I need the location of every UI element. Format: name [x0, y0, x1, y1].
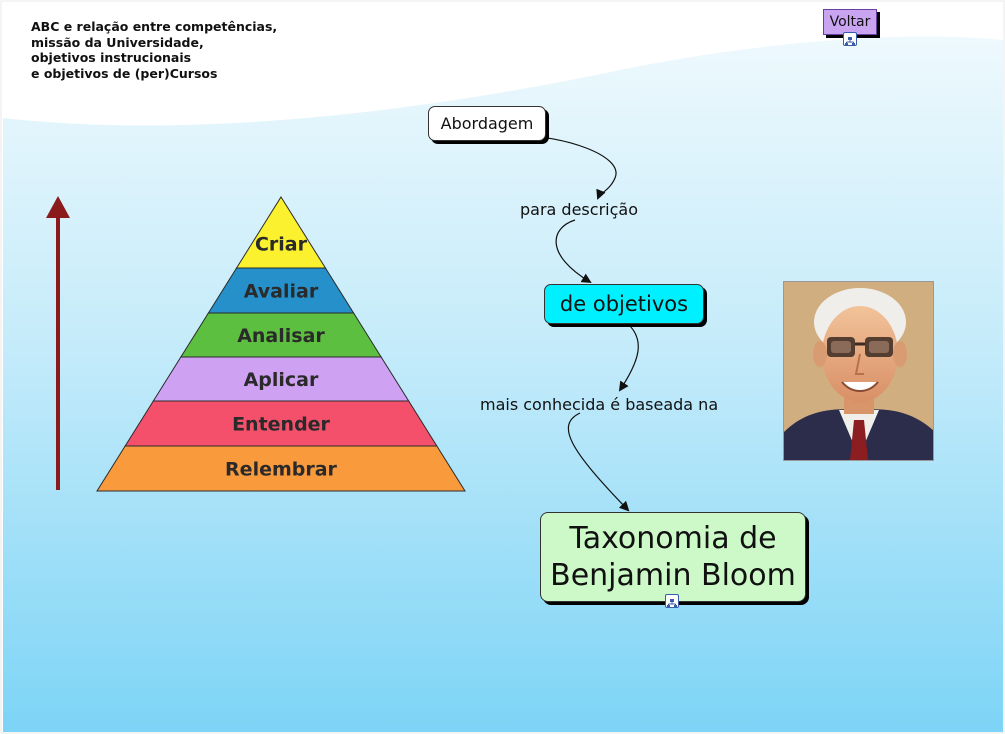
link-label-mais-conhecida: mais conhecida é baseada na: [480, 395, 719, 414]
node-taxonomia-bloom[interactable]: Taxonomia de Benjamin Bloom: [540, 512, 806, 602]
connector-link1-objetivos: [555, 219, 592, 284]
connector-link2-taxonomia: [567, 412, 630, 512]
pyramid-label-relembrar: Relembrar: [225, 459, 338, 481]
bloom-pyramid: CriarAvaliarAnalisarAplicarEntenderRelem…: [96, 196, 466, 492]
node-de-objetivos[interactable]: de objetivos: [544, 284, 704, 324]
pyramid-label-entender: Entender: [232, 414, 330, 436]
portrait-photo: [783, 281, 934, 461]
pyramid-label-analisar: Analisar: [237, 325, 325, 347]
concept-map-icon[interactable]: [665, 594, 679, 608]
node-abordagem[interactable]: Abordagem: [428, 106, 546, 141]
pyramid-label-avaliar: Avaliar: [244, 281, 319, 303]
pyramid-level-relembrar: [96, 445, 466, 492]
pyramid-label-aplicar: Aplicar: [244, 369, 319, 391]
connector-objetivos-link2: [618, 323, 639, 392]
voltar-button[interactable]: Voltar: [823, 9, 877, 35]
concept-map-icon[interactable]: [843, 32, 857, 46]
link-label-para-descricao: para descrição: [520, 200, 638, 219]
page-title: ABC e relação entre competências, missão…: [31, 19, 278, 81]
connector-abordagem-link1: [519, 135, 617, 200]
progression-arrow: [46, 196, 70, 490]
pyramid-label-criar: Criar: [255, 234, 308, 256]
